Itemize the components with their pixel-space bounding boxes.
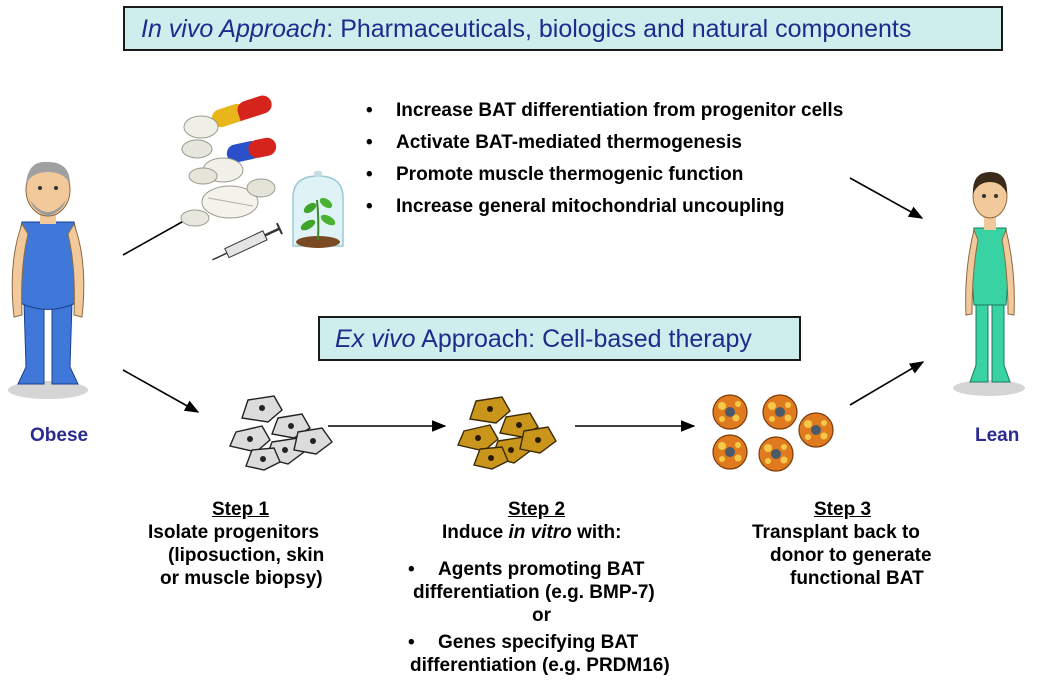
step1-line1: Isolate progenitors bbox=[148, 522, 320, 543]
exvivo-title-rest: Approach: Cell-based therapy bbox=[415, 325, 752, 353]
step1-title: Step 1 bbox=[212, 499, 270, 520]
invivo-title-italic: In vivo Approach bbox=[141, 15, 327, 43]
lean-person-icon bbox=[953, 172, 1025, 396]
obese-person-icon bbox=[8, 161, 88, 399]
invivo-bullet: •Increase BAT differentiation from proge… bbox=[366, 100, 844, 121]
step2-bullet2-line1: •Genes specifying BAT bbox=[408, 632, 639, 653]
step2-bullet1-line1: •Agents promoting BAT bbox=[408, 559, 645, 580]
step3-line1: Transplant back to bbox=[752, 522, 920, 543]
step1-line2: (liposuction, skin bbox=[168, 545, 325, 566]
step2-bullet2-line2: differentiation (e.g. PRDM16) bbox=[410, 655, 670, 676]
invivo-title-rest: : Pharmaceuticals, biologics and natural… bbox=[326, 15, 912, 43]
exvivo-title-box: Ex vivo Approach: Cell-based therapy bbox=[318, 316, 801, 361]
plant-jar-icon bbox=[292, 171, 344, 248]
invivo-bullet: •Increase general mitochondrial uncoupli… bbox=[366, 196, 785, 217]
exvivo-title-italic: Ex vivo bbox=[335, 325, 416, 353]
arrow-obese-to-step1 bbox=[122, 369, 200, 413]
invivo-bullet: •Activate BAT-mediated thermogenesis bbox=[366, 132, 742, 153]
step1-block: Step 1 Isolate progenitors (liposuction,… bbox=[138, 498, 378, 590]
brown-fat-cells-icon bbox=[712, 394, 834, 472]
induced-cells-icon bbox=[457, 396, 557, 470]
step3-line2: donor to generate bbox=[770, 545, 932, 566]
step2-line1: Induce in vitro with: bbox=[442, 522, 622, 543]
step1-line3: or muscle biopsy) bbox=[160, 568, 323, 589]
invivo-bullet-list: •Increase BAT differentiation from proge… bbox=[366, 95, 843, 223]
step2-or: or bbox=[532, 605, 551, 626]
syringe-icon bbox=[212, 222, 283, 261]
step2-block: Step 2 Induce in vitro with: •Agents pro… bbox=[408, 498, 728, 677]
step3-block: Step 3 Transplant back to donor to gener… bbox=[752, 498, 992, 590]
step2-bullet1-line2: differentiation (e.g. BMP-7) bbox=[413, 582, 655, 603]
pills-icon bbox=[180, 95, 277, 227]
step3-title: Step 3 bbox=[814, 499, 872, 520]
step2-title: Step 2 bbox=[508, 499, 566, 520]
step3-line3: functional BAT bbox=[790, 568, 924, 589]
progenitor-cells-icon bbox=[229, 395, 333, 471]
invivo-title-box: In vivo Approach: Pharmaceuticals, biolo… bbox=[123, 6, 1003, 51]
arrow-bullets-to-lean bbox=[849, 177, 924, 219]
lean-label: Lean bbox=[975, 425, 1020, 446]
obese-label: Obese bbox=[30, 425, 89, 446]
invivo-bullet: •Promote muscle thermogenic function bbox=[366, 164, 744, 185]
arrow-step3-to-lean bbox=[849, 361, 925, 406]
